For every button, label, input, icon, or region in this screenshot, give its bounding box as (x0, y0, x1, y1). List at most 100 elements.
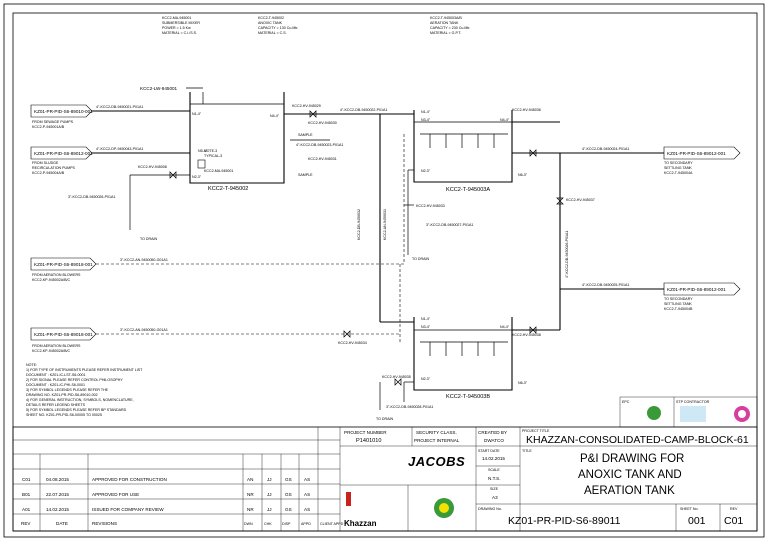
offpage-in-2-desc3: KCC2-P-945004A/B (32, 171, 65, 175)
n3-tank-b: N3-4" (421, 325, 431, 329)
n1-tank-a: N1-4" (421, 110, 431, 114)
stp-label: STP CONTRACTOR (676, 400, 710, 404)
hdr-appd: APPD (301, 522, 311, 526)
offpage-in-4-desc2: KCC2-KP-945002A/B/C (32, 349, 71, 353)
hv-038-label: KCC2-HV-945038 (512, 333, 541, 337)
note-aeration-1: KCC2-T-945003A/B (430, 16, 462, 20)
mixer-label: KCC2-MA-945001 (204, 169, 233, 173)
note-mixer-4: MATERIAL = C.I./S.S. (162, 31, 197, 35)
offpage-out-1[interactable]: KZ01-PR-PID-S6-89012-001 TO SECONDARY SE… (663, 146, 741, 175)
drain-3-label: TO DRAIN (376, 417, 394, 421)
offpage-in-4-desc1: FROM AERATION BLOWERS (32, 344, 81, 348)
offpage-in-2[interactable]: KZ01-PR-PID-S6-89012-001 FROM SLUDGE REC… (30, 146, 93, 175)
offpage-out-2-ref: KZ01-PR-PID-S6-89012-001 (667, 287, 726, 292)
rev-c01-desc: APPROVED FOR CONSTRUCTION (92, 477, 167, 482)
hv-030-label: KCC2-HV-945030 (308, 121, 337, 125)
offpage-in-4[interactable]: KZ01-PR-PID-S6-89018-001 FROM AERATION B… (30, 327, 97, 353)
drain-1-label: TO DRAIN (140, 237, 158, 241)
n2-anoxic: N2-3" (192, 175, 202, 179)
title-line-2: ANOXIC TANK AND (578, 469, 682, 481)
rev-b01-chk: JJ (267, 492, 272, 497)
note-line-5: DRAWING NO. KZ01-PR-PID-S6-89010-002 (26, 393, 98, 397)
sample-label-1: SAMPLE (298, 133, 313, 137)
vline2-label: KCC2-AN-9450031 (383, 209, 387, 240)
note-line-2: 2) FOR SIGNAL PLEASE REFER CONTROL PHILO… (26, 378, 123, 382)
rev-a01-appd: AS (304, 507, 310, 512)
sheet-label: SHEET No. (680, 507, 699, 511)
rev-c01: C01 (22, 477, 31, 482)
n1-anoxic: N1-4" (192, 112, 202, 116)
drain-2-label: TO DRAIN (412, 257, 430, 261)
title-line-1: P&I DRAWING FOR (580, 453, 684, 465)
line9-label: 4"-KCC2-DB-9450025-P01A1 (582, 283, 629, 287)
note-mixer-1: KCC2-MA-945001 (162, 16, 191, 20)
offpage-in-2-ref: KZ01-PR-PID-S6-89012-001 (34, 151, 93, 156)
size-label: SIZE (490, 487, 499, 491)
contractor-logos: EPC STP CONTRACTOR (619, 396, 758, 428)
hv-034-label: KCC2-HV-945034 (338, 341, 367, 345)
hdr-disp: DISP (282, 522, 291, 526)
vline3-label: 4"-KCC2-DB-9450026-P01A1 (565, 231, 569, 278)
hv-031-label: KCC2-HV-945031 (308, 157, 337, 161)
project-number-label: PROJECT NUMBER (344, 430, 387, 435)
line7-label: 3"-KCC2-AN-9450050-G01A1 (120, 328, 168, 332)
line8-label: 4"-KCC2-DB-9450024-P01A1 (582, 147, 629, 151)
offpage-in-3-desc2: KCC2-KP-945002A/B/C (32, 278, 71, 282)
project-title-label: PROJECT TITLE (522, 429, 550, 433)
n6-tank-a: N6-3" (518, 173, 528, 177)
line6-label: 3"-KCC2-AN-9450050-G01A1 (120, 258, 168, 262)
title-line-3: AERATION TANK (584, 485, 675, 497)
hdr-chk: CHK (264, 522, 272, 526)
created-by-label: CREATED BY (478, 430, 507, 435)
hv-008-label: KCC2-HV-945008 (138, 165, 167, 169)
epc-label: EPC (622, 400, 630, 404)
level-indicator[interactable]: KCC2-LW-945001 (140, 86, 204, 104)
rev-b01-dwn: NR (247, 492, 254, 497)
offpage-out-2-desc3: KCC2-T-945004B (664, 307, 693, 311)
offpage-in-4-ref: KZ01-PR-PID-S6-89018-001 (34, 332, 93, 337)
project-title: KHAZZAN-CONSOLIDATED-CAMP-BLOCK-61 (526, 434, 749, 446)
rev-a01: A01 (22, 507, 31, 512)
note-aeration-4: MATERIAL = G.P.T. (430, 31, 461, 35)
offpage-in-1-desc1: FROM SEWAGE PUMPS (32, 120, 74, 124)
tank-b-label: KCC2-T-945003B (446, 394, 490, 400)
nozzles: N1-4" N5-4" N2-3" N4-4" N1-4" N3-4" N2-3… (192, 110, 528, 385)
rev-c01-appd: AS (304, 477, 310, 482)
note-anoxic-1: KCC2-T-945002 (258, 16, 284, 20)
rev-b01-desc: APPROVED FOR USE (92, 492, 139, 497)
khazzan-logo (346, 492, 351, 506)
hdr-rev: REV (21, 521, 31, 526)
note-line-0: 1) FOR TYPE OF INSTRUMENTS PLEASE REFER … (26, 368, 143, 372)
aeration-tank-b[interactable]: KCC2-T-945003B (413, 317, 513, 400)
offpage-out-2[interactable]: KZ01-PR-PID-S6-89012-001 TO SECONDARY SE… (663, 282, 741, 311)
created-by: DWATCO (484, 438, 504, 443)
dwatco-logo (680, 406, 706, 422)
line5-label: 3"-KCC2-DB-9450026-P01A1 (68, 195, 115, 199)
line11-label: 3"-KCC2-DB-9450028-P01A1 (386, 405, 433, 409)
rev-a01-chk: JJ (267, 507, 272, 512)
lw-label: KCC2-LW-945001 (140, 86, 178, 91)
offpage-in-1[interactable]: KZ01-PR-PID-S6-89010-001 FROM SEWAGE PUM… (30, 104, 93, 129)
hdr-client-appd: CLIENT APPD (320, 522, 344, 526)
offpage-out-1-desc3: KCC2-T-945004A (664, 171, 693, 175)
n3-tank-a: N3-4" (421, 118, 431, 122)
rev-c01-dwn: AN (247, 477, 253, 482)
hdr-dwn: DWN (244, 522, 253, 526)
anoxic-tank[interactable]: KCC2-T-945002 (189, 92, 285, 192)
offpage-in-3-ref: KZ01-PR-PID-S6-89018-001 (34, 262, 93, 267)
offpage-out-2-desc1: TO SECONDARY (664, 297, 693, 301)
offpage-in-3[interactable]: KZ01-PR-PID-S6-89018-001 FROM AERATION B… (30, 257, 97, 282)
n2-tank-a: N2-3" (421, 169, 431, 173)
line1-label: 4"-KCC2-DB-9450021-P01A1 (96, 105, 143, 109)
project-number: P1401010 (356, 438, 382, 444)
vline1-label: KCC2-DB-9450032 (357, 209, 361, 240)
submersible-mixer[interactable]: NOTE-3 TYPICAL-3 KCC2-MA-945001 (197, 149, 233, 173)
hv-037-label: KCC2-HV-945037 (566, 198, 595, 202)
n2-tank-b: N2-3" (421, 377, 431, 381)
aeration-tank-a[interactable]: KCC2-T-945003A (413, 110, 513, 193)
offpage-in-2-desc2: RECIRCULATION PUMPS (32, 166, 75, 170)
n4-anoxic: N4-4" (270, 114, 280, 118)
typical-label: TYPICAL-3 (204, 154, 222, 158)
valves[interactable]: KCC2-HV-945029 KCC2-HV-945030 KCC2-HV-94… (138, 104, 595, 386)
